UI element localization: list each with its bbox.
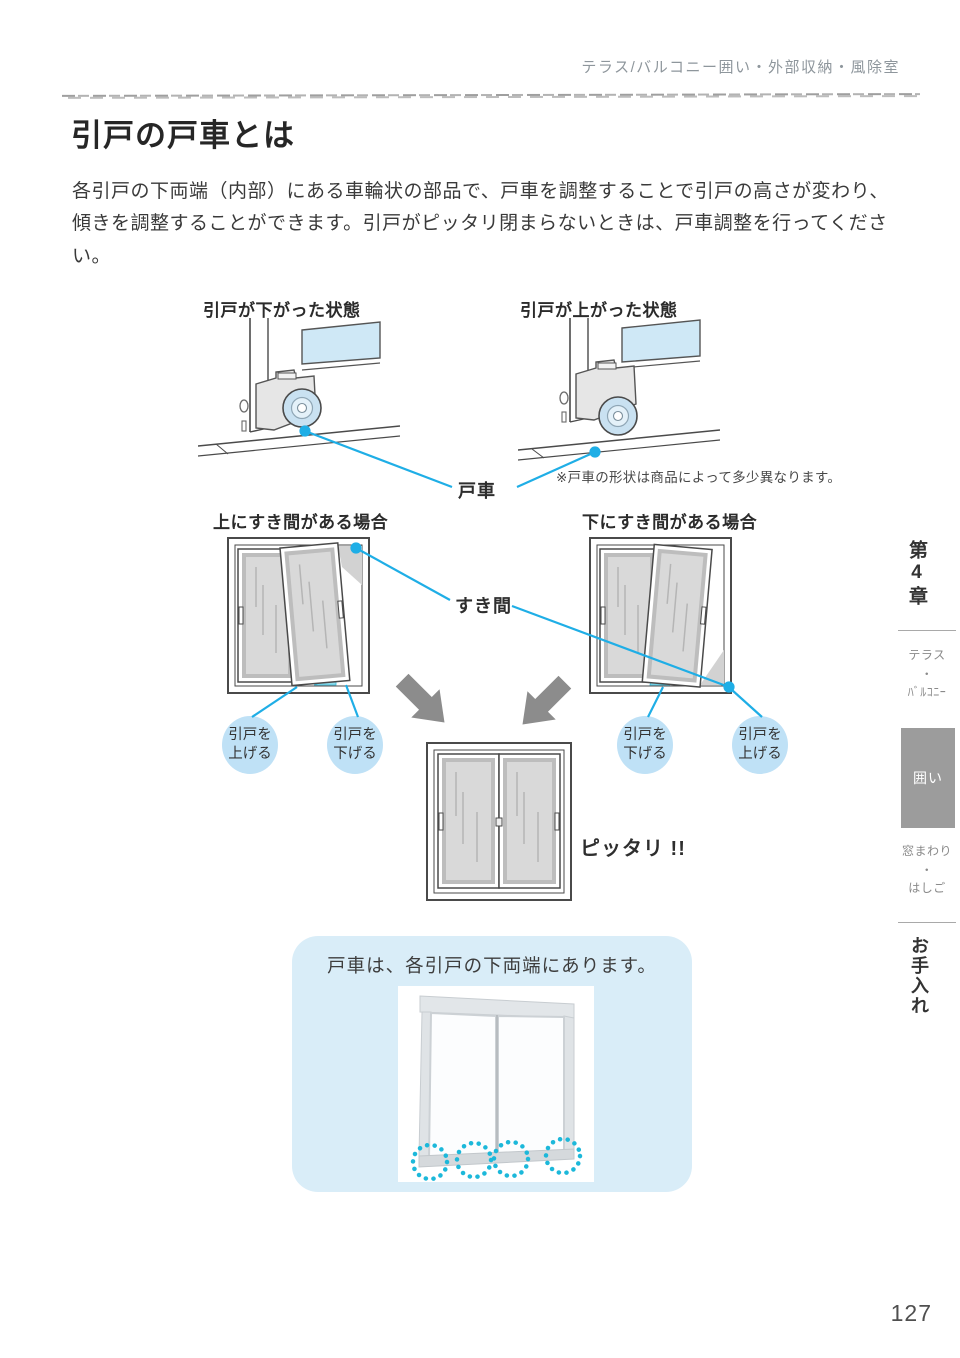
page-number: 127: [890, 1300, 932, 1326]
arrow-down-left-icon: [522, 675, 572, 725]
sidebar-tab-care: お手入れ: [909, 936, 929, 1016]
roller-diagram-raised: [518, 318, 720, 461]
sidebar-divider-bottom: [898, 922, 956, 923]
roller-diagram-lowered: [198, 318, 400, 457]
sidebar-tab-enclosure: 囲い: [901, 728, 955, 828]
window-diagram-gap-bottom: [589, 537, 732, 694]
roller-location-photo-overlay: [410, 995, 583, 1182]
running-header: テラス/バルコニー囲い・外部収納・風除室: [581, 59, 900, 76]
window-diagram-aligned: [426, 742, 572, 901]
bubble-lower-door-1: 引戸を 下げる: [327, 716, 383, 774]
bubble-lower-door-2: 引戸を 下げる: [617, 716, 673, 774]
label-door-lowered: 引戸が下がった状態: [203, 301, 361, 320]
arrow-down-right-icon: [395, 673, 445, 723]
bubble-raise-door-1: 引戸を 上げる: [222, 716, 278, 774]
label-door-raised: 引戸が上がった状態: [520, 301, 678, 320]
result-label: ピッタリ !!: [580, 838, 686, 860]
sidebar-tab-enclosure-label: 囲い: [913, 770, 943, 786]
window-diagram-gap-top: [227, 537, 370, 694]
gap-callout-label: すき間: [455, 596, 512, 616]
label-gap-top-case: 上にすき間がある場合: [213, 513, 389, 532]
label-gap-bottom-case: 下にすき間がある場合: [582, 513, 758, 532]
sidebar-chapter-label: 第4章: [906, 540, 927, 608]
intro-paragraph: 各引戸の下両端（内部）にある車輪状の部品で、戸車を調整することで引戸の高さが変わ…: [72, 181, 889, 267]
torn-rule-divider: [61, 91, 921, 100]
roller-callout-label: 戸車: [458, 481, 496, 501]
sidebar-tab-terrace-balcony: テラス ・ ﾊﾞﾙｺﾆｰ: [907, 648, 947, 700]
bubble-raise-door-2: 引戸を 上げる: [732, 716, 788, 774]
sidebar-tab-window-ladder: 窓まわり ・ はしご: [901, 844, 952, 896]
roller-shape-note: ※戸車の形状は商品によって多少異なります。: [556, 470, 842, 485]
sidebar-divider-top: [898, 630, 956, 631]
info-box-text: 戸車は、各引戸の下両端にあります。: [327, 955, 657, 976]
page-title: 引戸の戸車とは: [71, 118, 295, 153]
